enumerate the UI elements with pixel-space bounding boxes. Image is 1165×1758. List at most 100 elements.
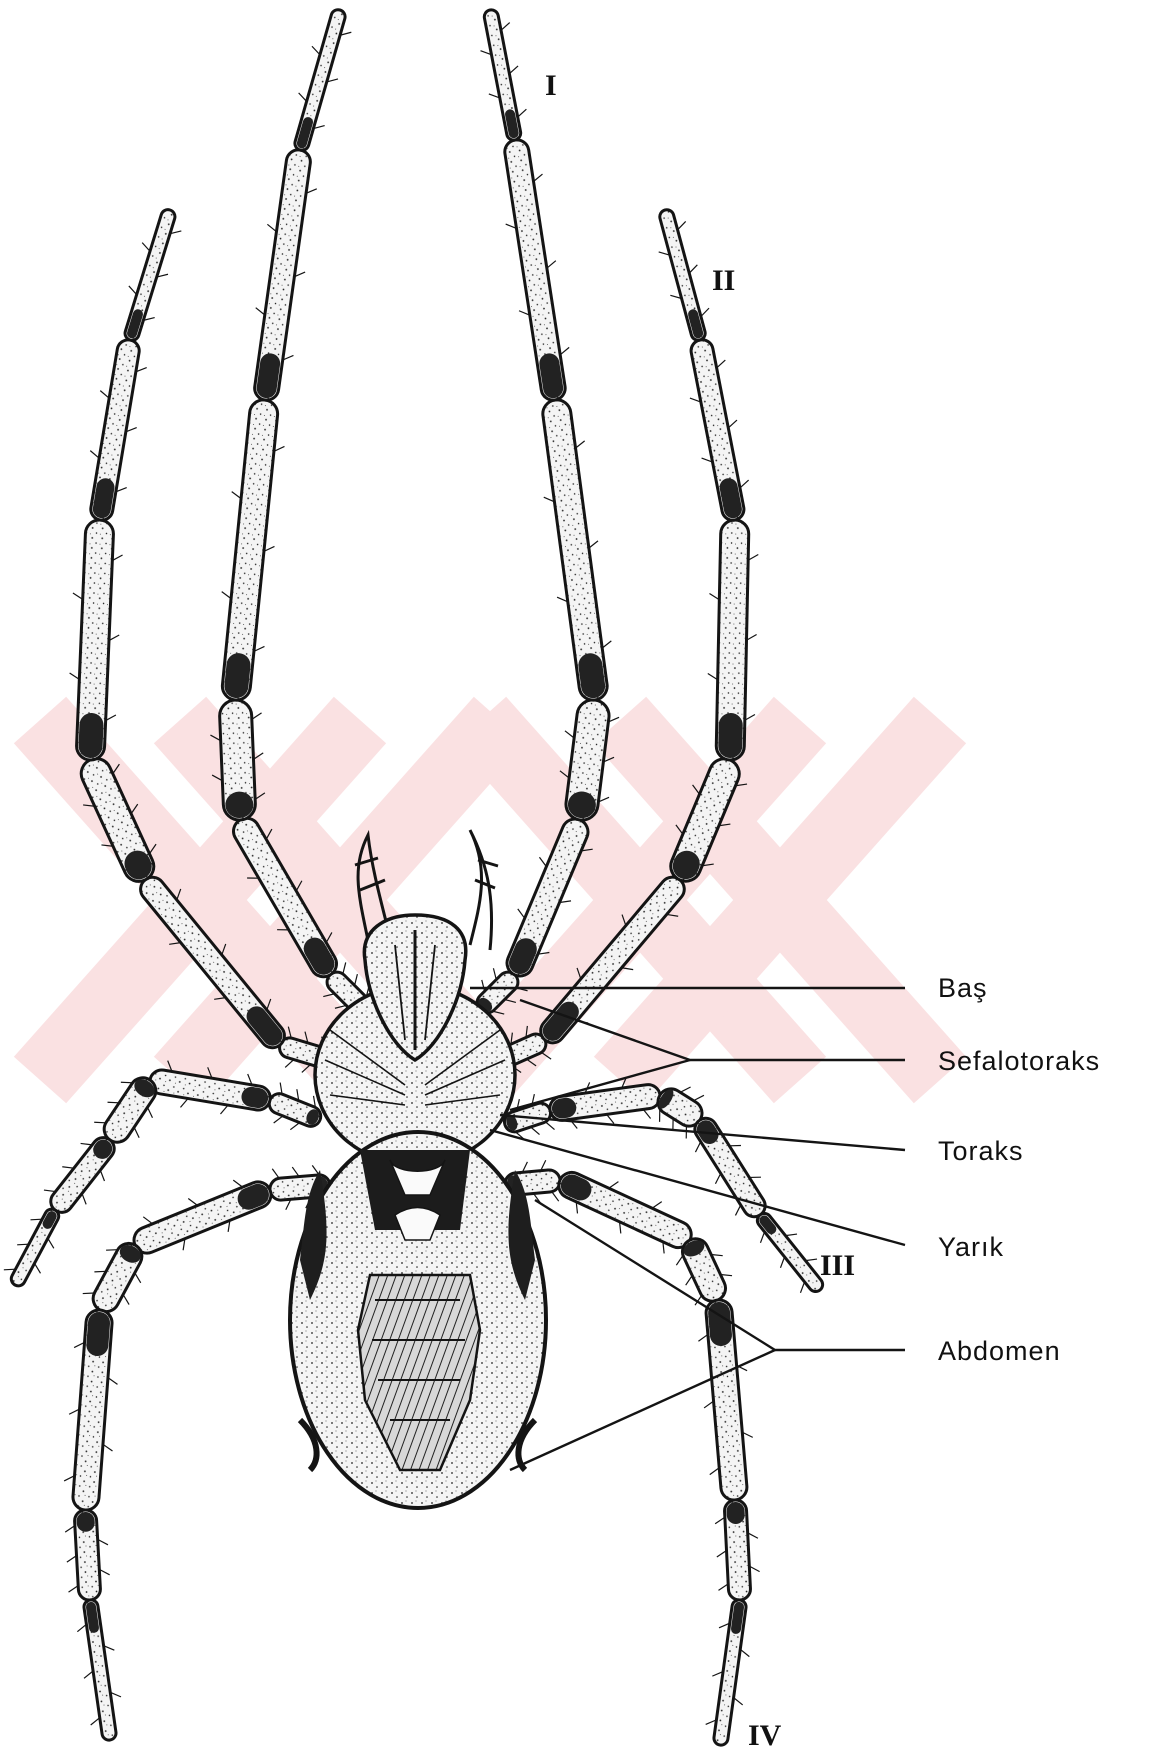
leg-hair [589, 541, 598, 548]
leg-hair [91, 1718, 100, 1725]
leg-hair [81, 1143, 93, 1144]
leg-hair [35, 1263, 41, 1273]
leg-hair [69, 1586, 79, 1593]
leg-hair [233, 1180, 242, 1187]
leg-hair [103, 1444, 113, 1451]
leg-hair [576, 441, 585, 448]
leg-hair [531, 1127, 540, 1135]
leg-hair [680, 1087, 690, 1092]
leg-hair [70, 673, 80, 679]
leg-hair [760, 1232, 764, 1243]
leg-hair [267, 224, 276, 231]
leg-hair [701, 308, 709, 316]
leg-hair [84, 1671, 93, 1678]
leg-hair [602, 641, 611, 648]
leg-hair [108, 1378, 118, 1385]
leg-hair [715, 1173, 720, 1183]
leg-hair [735, 1205, 740, 1215]
leg-hair [108, 1102, 120, 1103]
leg-hair [695, 1142, 700, 1152]
leg-band [78, 713, 104, 759]
leg-hair [509, 66, 518, 74]
leg-band [86, 1311, 111, 1357]
numeral-leg-3: III [820, 1249, 855, 1282]
abdomen [290, 1132, 546, 1508]
leg-hair [686, 1275, 693, 1285]
numeral-leg-2: II [712, 264, 735, 297]
leg-hair [222, 592, 231, 599]
leg-band [718, 713, 743, 758]
label-thorax: Toraks [938, 1136, 1024, 1166]
leg-hair [188, 1198, 197, 1205]
leg-hair [710, 1468, 719, 1475]
leg-hair [734, 1698, 743, 1705]
leg-hair [676, 1255, 683, 1265]
leg-hair [134, 1127, 139, 1138]
leg-hair [106, 1250, 118, 1251]
leg-hair [609, 1182, 619, 1189]
leg-segment [541, 398, 609, 702]
leg-hair [274, 1116, 283, 1123]
label-cephalothorax: Sefalotoraks [938, 1046, 1100, 1076]
leg-hair [121, 1082, 133, 1083]
leg-hair [135, 1273, 141, 1283]
leg-hair [698, 1334, 707, 1341]
leg-hair [252, 713, 262, 719]
leg-hair [717, 1551, 727, 1557]
leg-hair [62, 1167, 74, 1168]
leg-hair [546, 1122, 555, 1130]
leg-hair [123, 1294, 129, 1304]
leg-hair [501, 23, 510, 31]
leg-hair [312, 46, 320, 55]
leg-4-right [504, 1160, 760, 1746]
leg-hair [48, 1238, 54, 1248]
leg-hair [65, 1526, 75, 1533]
leg-hair [355, 974, 358, 985]
leg-hair [100, 391, 109, 399]
leg-hair [180, 1099, 188, 1108]
leg-hair [272, 1169, 279, 1178]
leg-hair [285, 1060, 294, 1068]
leg-hair [534, 174, 543, 181]
leg-hair [17, 1244, 29, 1245]
leg-hair [643, 1109, 650, 1118]
leg-hair [717, 360, 726, 368]
leg-hair [607, 1114, 614, 1123]
leg-hair [67, 1556, 77, 1563]
leg-hair [552, 1192, 559, 1201]
leg-hair [90, 451, 99, 459]
leg-hair [292, 1167, 299, 1176]
label-abdomen: Abdomen [938, 1336, 1061, 1366]
leg-hair [256, 308, 265, 315]
leg-hair [94, 1271, 106, 1272]
leg-hair [560, 347, 569, 354]
leg-hair [44, 1190, 56, 1191]
leg-hair [493, 968, 496, 979]
leg-hair [728, 420, 737, 428]
leg-hair [704, 1401, 713, 1408]
leg-hair [785, 1234, 797, 1236]
leg-hair [740, 1649, 749, 1656]
leg-hair [709, 594, 719, 600]
leg-hair [805, 1259, 817, 1261]
numeral-leg-4: IV [748, 1719, 782, 1752]
leg-hair [652, 1202, 662, 1209]
numeral-leg-1: I [545, 69, 557, 102]
leg-hair [4, 1269, 16, 1270]
leg-hair [220, 1105, 228, 1114]
leg-hair [694, 1095, 704, 1100]
leg-hair [147, 1107, 152, 1118]
leg-segment [221, 399, 279, 702]
leg-hair [718, 1584, 728, 1590]
leg-hair [290, 1123, 299, 1130]
leg-hair [565, 731, 574, 738]
leg-hair [518, 909, 525, 918]
leg-4-left [64, 1165, 331, 1741]
leg-hair [547, 261, 556, 268]
leg-hair [232, 492, 241, 499]
leg-hair [689, 265, 697, 273]
leg-hair [708, 674, 718, 680]
leg-hair [518, 109, 527, 117]
leg-hair [299, 93, 307, 102]
